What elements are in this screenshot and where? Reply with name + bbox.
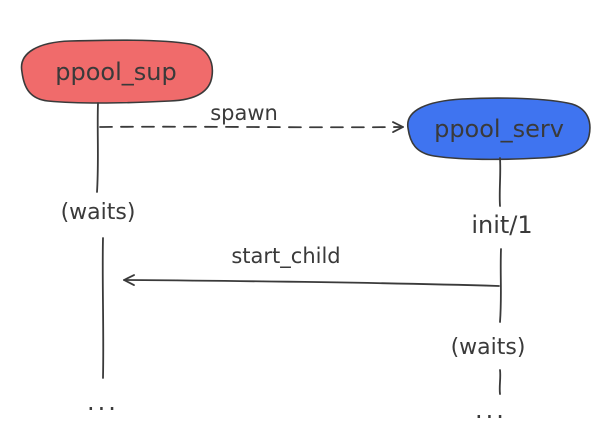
ppool-serv-continuation: ... bbox=[475, 396, 507, 424]
ppool-serv-label: ppool_serv bbox=[434, 115, 564, 143]
ppool-serv-lifeline-middle bbox=[499, 248, 502, 323]
ppool-serv-init-label: init/1 bbox=[471, 211, 532, 239]
ppool-sup-lifeline-top bbox=[96, 102, 99, 193]
ppool-sup-node: ppool_sup bbox=[20, 39, 214, 104]
ppool-serv-bubble bbox=[407, 97, 591, 161]
start-child-label: start_child bbox=[231, 244, 340, 269]
ppool-serv-lifeline-top bbox=[498, 157, 502, 207]
ppool-serv-waits-label: (waits) bbox=[451, 335, 526, 360]
spawn-arrow bbox=[99, 121, 404, 133]
spawn-label: spawn bbox=[210, 101, 278, 125]
ppool-serv-node: ppool_serv bbox=[407, 97, 591, 161]
ppool-sup-label: ppool_sup bbox=[55, 58, 176, 86]
ppool-sup-continuation: ... bbox=[87, 388, 119, 416]
ppool-serv-lifeline-bottom bbox=[498, 369, 502, 395]
ppool-sup-waits-label: (waits) bbox=[61, 200, 136, 225]
ppool-sup-lifeline-bottom bbox=[101, 237, 105, 379]
ppool-sup-bubble bbox=[20, 39, 214, 104]
start-child-arrow bbox=[123, 274, 500, 287]
